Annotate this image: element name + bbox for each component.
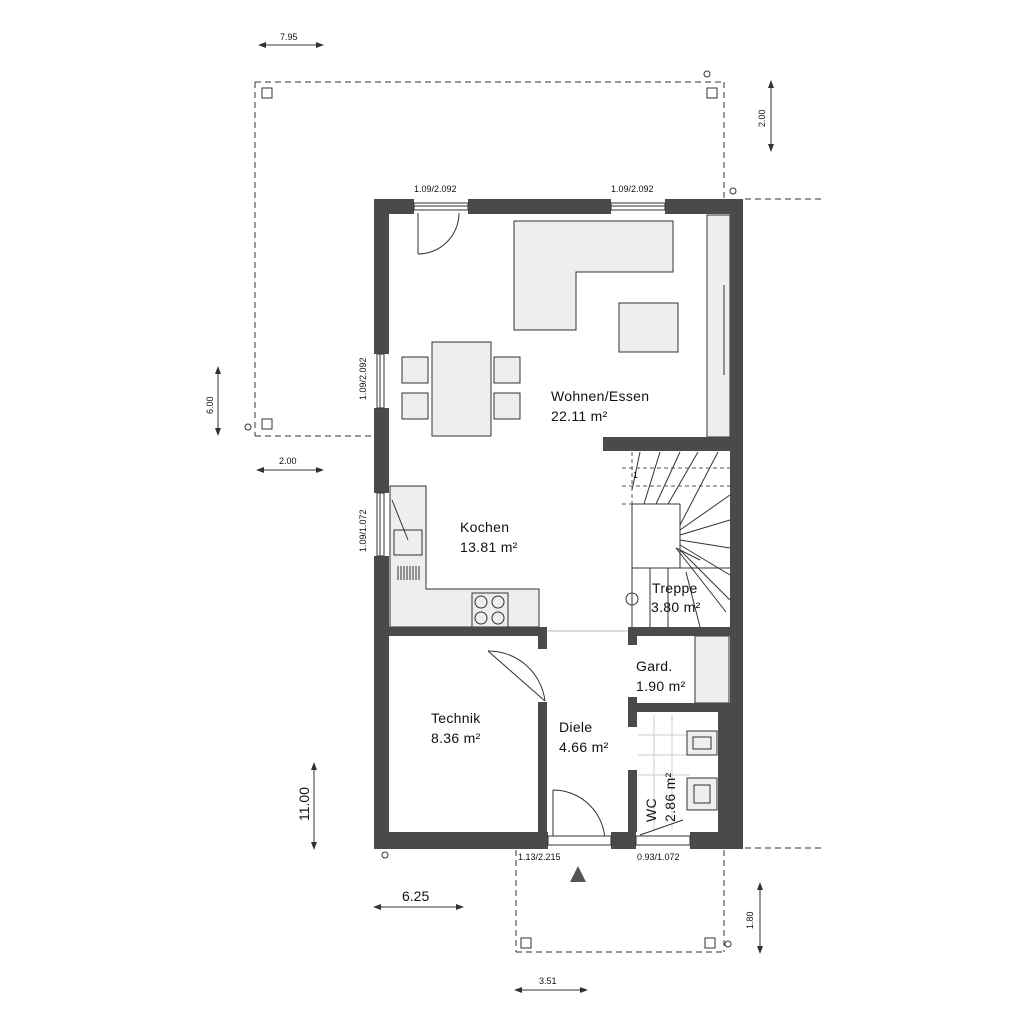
room-area-treppe: 3.80 m² <box>651 599 701 615</box>
room-area-technik: 8.36 m² <box>431 730 481 746</box>
window-labels: 1.09/2.092 1.09/2.092 1.09/2.092 1.09/1.… <box>358 184 680 862</box>
room-name-technik: Technik <box>431 710 481 726</box>
dim-house-width: 6.25 <box>402 888 429 904</box>
toilet <box>686 777 718 811</box>
technik-door-leaf <box>487 650 546 702</box>
room-area-wohnen: 22.11 m² <box>551 408 608 424</box>
room-name-gard: Gard. <box>636 658 673 674</box>
chair <box>493 392 521 420</box>
room-area-diele: 4.66 m² <box>559 739 609 755</box>
staircase: 1 <box>622 451 731 628</box>
room-name-wohnen: Wohnen/Essen <box>551 388 649 404</box>
dim-terrace-step: 2.00 <box>279 456 297 466</box>
dim-entry-depth: 1.80 <box>745 911 755 929</box>
dining-table <box>431 341 492 437</box>
room-area-gard: 1.90 m² <box>636 678 686 694</box>
room-labels: Wohnen/Essen 22.11 m² Kochen 13.81 m² Tr… <box>431 388 701 822</box>
chair <box>401 356 429 384</box>
dimension-lines: 7.95 2.00 6.00 2.00 11.00 6.25 1.80 <box>205 32 774 993</box>
room-name-diele: Diele <box>559 719 592 735</box>
burner-icon <box>491 595 505 609</box>
window-label-top-left: 1.09/2.092 <box>414 184 457 194</box>
dim-terrace-depth-left: 6.00 <box>205 396 215 414</box>
burner-icon <box>474 595 488 609</box>
burner-icon <box>491 611 505 625</box>
sink <box>393 529 423 556</box>
dim-terrace-width: 7.95 <box>280 32 298 42</box>
coffee-table <box>618 302 679 353</box>
kitchen-counter <box>389 485 540 628</box>
room-name-kochen: Kochen <box>460 519 509 535</box>
terrace-outline <box>244 70 825 849</box>
chair <box>401 392 429 420</box>
window-label-left-upper: 1.09/2.092 <box>358 357 368 400</box>
dim-terrace-depth-right: 2.00 <box>757 109 767 127</box>
chair <box>493 356 521 384</box>
room-area-kochen: 13.81 m² <box>460 539 518 555</box>
stair-start-marker: 1 <box>633 470 638 480</box>
entry-outline <box>381 850 732 953</box>
dim-entry-width: 3.51 <box>539 976 557 986</box>
dishwasher-grill <box>397 566 420 580</box>
wc-tiles <box>638 715 690 830</box>
kitchen-window-swing <box>391 499 409 541</box>
walls <box>374 199 743 849</box>
window-label-top-right: 1.09/2.092 <box>611 184 654 194</box>
window-label-entrance: 1.13/2.215 <box>518 852 561 862</box>
room-name-wc: WC <box>643 798 659 822</box>
room-name-treppe: Treppe <box>652 580 698 596</box>
wall-cabinet <box>706 214 731 438</box>
wc-door-leaf <box>639 819 684 836</box>
entrance-arrow-icon <box>570 866 586 882</box>
dim-house-length: 11.00 <box>296 787 312 821</box>
room-area-wc: 2.86 m² <box>662 772 678 822</box>
wardrobe <box>694 635 730 704</box>
burner-icon <box>474 611 488 625</box>
washbasin <box>686 730 718 756</box>
window-label-wc: 0.93/1.072 <box>637 852 680 862</box>
sofa <box>513 220 674 331</box>
window-label-left-lower: 1.09/1.072 <box>358 509 368 552</box>
handrail-post-icon <box>625 592 639 606</box>
windows <box>376 202 691 846</box>
doors <box>391 212 684 843</box>
